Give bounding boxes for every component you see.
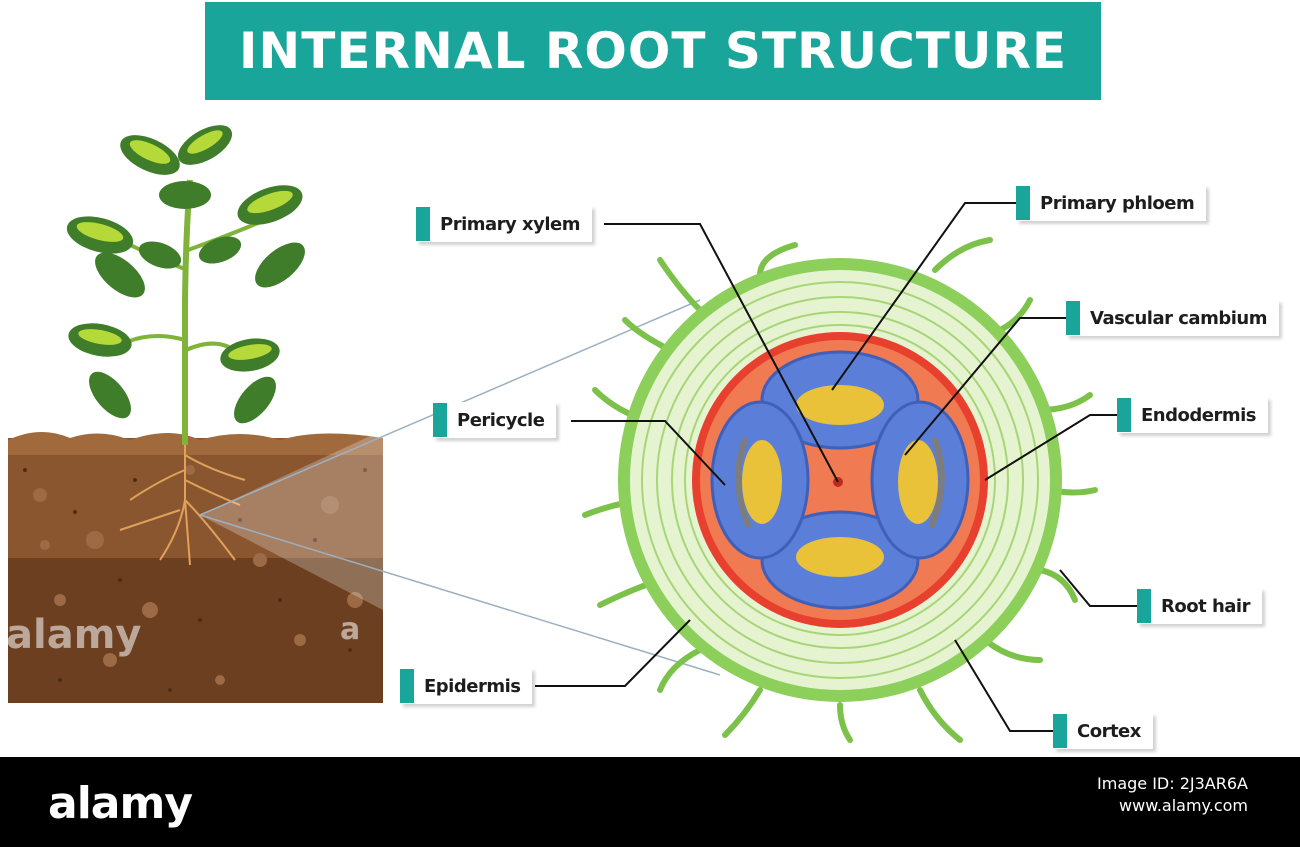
label-marker	[1066, 301, 1080, 335]
plant-roots	[119, 445, 246, 566]
alamy-logo: alamy	[48, 778, 193, 829]
plant-seedling	[66, 125, 305, 445]
label-marker	[416, 207, 430, 241]
label-pericycle: Pericycle	[433, 402, 557, 438]
label-marker	[433, 403, 447, 437]
root-cross-section	[582, 237, 1098, 743]
label-endodermis: Endodermis	[1117, 397, 1268, 433]
label-marker	[1053, 714, 1067, 748]
diagram-title: INTERNAL ROOT STRUCTURE	[238, 22, 1068, 80]
label-primary-phloem: Primary phloem	[1016, 185, 1207, 221]
label-root-hair: Root hair	[1137, 588, 1262, 624]
label-text: Endodermis	[1141, 404, 1256, 426]
label-text: Epidermis	[424, 675, 521, 697]
label-text: Cortex	[1077, 720, 1141, 742]
label-cortex: Cortex	[1053, 713, 1153, 749]
image-id-text: Image ID: 2J3AR6A	[1097, 774, 1248, 793]
label-text: Root hair	[1161, 595, 1250, 617]
label-marker	[1016, 186, 1030, 220]
label-text: Pericycle	[457, 409, 545, 431]
label-epidermis: Epidermis	[400, 668, 533, 704]
watermark-left: alamy	[6, 612, 142, 658]
image-id-block: Image ID: 2J3AR6A www.alamy.com	[1097, 773, 1248, 817]
label-vascular-cambium: Vascular cambium	[1066, 300, 1279, 336]
label-marker	[1117, 398, 1131, 432]
footer-bar	[0, 757, 1300, 847]
label-text: Vascular cambium	[1090, 307, 1267, 329]
site-url-text: www.alamy.com	[1119, 796, 1248, 815]
label-marker	[1137, 589, 1151, 623]
label-text: Primary phloem	[1040, 192, 1195, 214]
label-primary-xylem: Primary xylem	[416, 206, 592, 242]
watermark-center: a	[340, 612, 361, 647]
label-marker	[400, 669, 414, 703]
label-text: Primary xylem	[440, 213, 581, 235]
title-banner: INTERNAL ROOT STRUCTURE	[205, 2, 1101, 100]
soil-block	[8, 431, 383, 703]
leader-lines	[535, 202, 1137, 732]
